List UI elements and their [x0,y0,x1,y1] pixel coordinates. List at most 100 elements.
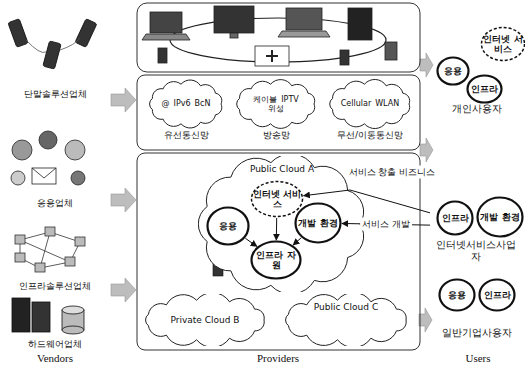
device-icon [348,8,372,40]
circle-outline [438,202,473,235]
service-circle: 인터넷 서비스 [250,180,304,218]
service-circle: 인터넷 서비스 [480,26,525,62]
cloud-outline [286,294,407,346]
device-icon [214,6,254,33]
panel-frame [137,75,420,150]
node-text: 무선/이동통신망 [337,130,403,140]
hardware-icon [12,298,30,332]
phone-icon [8,19,97,69]
service-circle: 개발 환경 [476,196,524,238]
application-icon [32,168,56,178]
node-text: 일반기업사용자 [442,327,512,339]
hardware-icon [62,306,84,314]
infrastructure-icon [75,237,85,246]
device-icon [230,33,238,38]
user-group: 일반기업사용자 응용 인프라 [432,272,522,338]
infrastructure-icon [45,227,55,236]
circle-outline [480,280,515,311]
user-group: 개인사용자 응용 인터넷 서비스인프라 [432,22,522,114]
phone-icon [43,41,61,69]
application-icon [71,171,85,185]
infrastructure-icon [15,235,25,244]
application-icon [65,140,85,160]
node-text: Public Cloud C [314,302,378,312]
flow-arrow [111,278,136,302]
node-text: BcN [195,99,211,108]
application-icon [11,131,85,185]
application-icon [32,168,56,184]
hardware-icon [12,298,84,334]
vendor-label: 단말솔루션업체 [24,88,87,101]
cloud-region: @IPv6BcN유선통신망 [145,78,227,148]
service-circle: 응용 [438,278,476,312]
node-text: 개발 환경 [480,212,519,222]
device-icon [278,31,330,37]
device-icon [255,46,289,66]
flow-arrow [420,53,433,77]
service-circle: 응용 [436,56,470,86]
application-icon [11,171,25,185]
connector-arrow [245,238,257,246]
cloud-outline [150,80,222,128]
node-text: WLAN [375,99,399,108]
service-circle: 인프라 자원 [250,240,302,280]
vendor-label: 하드웨어업체 [28,338,82,351]
device-icon [385,42,397,60]
service-circle: 인프라 [436,200,474,236]
hardware-icon [62,326,84,334]
service-circle: 개발 환경 [294,202,342,244]
column-title: Providers [257,352,299,364]
node-text: 개인사용자 [452,103,502,115]
node-text: 인프라 [484,290,511,300]
device-icon [340,50,349,65]
node-text: 유선통신망 [164,130,209,140]
service-circle: 인프라 [478,278,516,312]
node-text: 위성 [268,104,284,113]
node-text: Public Cloud A [250,164,314,174]
node-text: 인프라 [442,213,469,223]
node-text: @ [162,99,170,108]
circle-outline [438,58,469,85]
phone-icon [26,38,80,53]
flow-arrow [419,308,432,332]
device-icon [286,8,322,30]
node-text: 인프라 자원 [252,250,300,271]
node-text: 인터넷 서비스 [482,34,524,55]
cloud-region: Private Cloud B [140,294,270,346]
node-text: Cellular [341,99,371,108]
circle-outline [468,76,502,103]
hardware-icon [32,302,50,332]
application-icon [39,131,57,149]
service-circle: 응용 [206,206,250,246]
device-icon [142,34,190,40]
vendor-label: 인프라솔루션업체 [19,280,91,293]
cloud-region: Cellular WLAN 무선/이동통신망 [325,78,415,148]
cloud-outline [237,80,315,129]
infrastructure-icon [35,263,45,272]
cloud-outline [280,294,412,346]
node-text: 인프라 [471,84,498,94]
connector-arrow [293,238,301,245]
flow-arrow [111,188,136,212]
cloud-region: Public Cloud C [280,294,412,346]
column-title: Vendors [37,352,73,364]
user-group: 인터넷서비스사업자 인프라 개발 환경 [430,190,522,262]
infrastructure-icon [15,253,25,262]
node-text: 케이블 [253,95,277,104]
node-text: IPTV [281,95,299,104]
panel-frame [137,153,420,350]
connector-arrow [342,223,430,225]
flow-arrow [420,138,433,162]
circle-outline [252,182,303,217]
connector-arrow [276,218,277,240]
infrastructure-icon [15,227,85,272]
cloud-outline [146,294,265,346]
device-icon [150,12,182,33]
circle-outline [208,208,249,245]
service-circle: 인프라 [466,74,503,104]
node-text: 응용 [448,290,466,300]
application-icon [12,140,32,160]
node-text: 인터넷서비스사업자 [432,239,520,262]
circle-outline [252,242,301,279]
